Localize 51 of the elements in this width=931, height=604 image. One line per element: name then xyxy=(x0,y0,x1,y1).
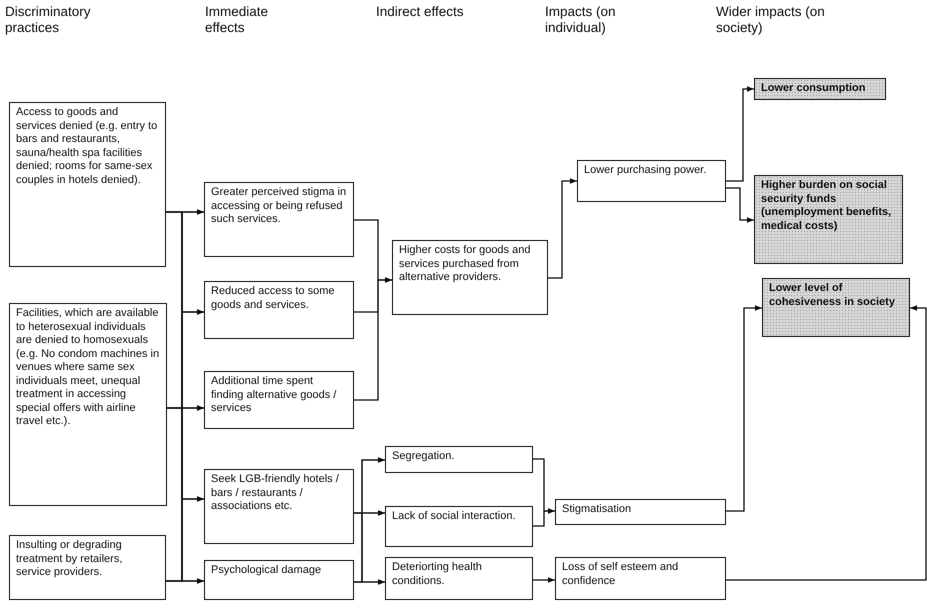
column-heading: Impacts (on individual) xyxy=(545,4,617,36)
process-box xyxy=(392,240,548,315)
connector-arrow xyxy=(726,305,762,512)
box-text: Reduced access to some goods and services. xyxy=(211,285,336,312)
box-text: Lack of social interaction. xyxy=(392,510,517,524)
box-text: Psychological damage xyxy=(211,564,322,578)
box-text: Deteriorting health conditions. xyxy=(392,561,483,588)
shaded-outcome-box xyxy=(762,278,910,337)
process-box xyxy=(577,160,726,202)
process-box xyxy=(9,303,167,506)
column-heading: Indirect effects xyxy=(376,4,465,20)
box-text: Loss of self esteem and confidence xyxy=(562,561,680,588)
box-text: Higher burden on social security funds (unemployment benefits, medical costs) xyxy=(761,179,892,233)
box-text: Lower consumption xyxy=(761,82,866,96)
process-box xyxy=(204,560,354,600)
process-box xyxy=(9,535,166,600)
process-box xyxy=(9,102,166,267)
process-box xyxy=(204,182,354,257)
box-text: Lower purchasing power. xyxy=(584,164,708,178)
column-heading: Wider impacts (on society) xyxy=(716,4,826,36)
box-text: Lower level of cohesiveness in society xyxy=(769,282,896,309)
process-box xyxy=(204,371,354,429)
connector-arrow xyxy=(726,305,927,581)
connector-arrow xyxy=(726,187,754,223)
column-heading: Discriminatory practices xyxy=(5,4,92,36)
process-box xyxy=(204,469,354,544)
connector-arrow xyxy=(354,579,385,585)
box-text: Seek LGB-friendly hotels / bars / restaurants / associations etc. xyxy=(211,473,340,514)
connector-arrow xyxy=(533,577,555,583)
process-box xyxy=(555,499,726,525)
connector-arrow xyxy=(166,578,204,584)
process-box xyxy=(555,557,726,600)
box-text: Segregation. xyxy=(392,450,456,464)
connector-arrow xyxy=(533,508,555,527)
shaded-outcome-box xyxy=(754,175,903,264)
box-text: Access to goods and services denied (e.g. entry to bars and restaurants, sauna/health spa facilities denied; rooms for same-sex couples in hotels denied). xyxy=(16,106,158,187)
connector-arrow xyxy=(726,86,754,182)
connector-arrow xyxy=(354,277,392,401)
box-text: Higher costs for goods and services purchased from alternative providers. xyxy=(399,244,532,284)
process-box xyxy=(385,506,533,547)
column-heading: Immediate effects xyxy=(205,4,270,36)
box-text: Greater perceived stigma in accessing or being refused such services. xyxy=(211,186,348,226)
box-text: Facilities, which are available to heterosexual individuals are denied to homosexuals (e.g. No condom machines in venues where same sex individuals meet, unequal treatment in accessing special offers with airline travel etc.). xyxy=(16,307,160,428)
process-box xyxy=(385,446,533,473)
box-text: Insulting or degrading treatment by retailers, service providers. xyxy=(16,539,124,580)
connector-arrow xyxy=(548,178,577,279)
shaded-outcome-box xyxy=(754,78,886,100)
process-box xyxy=(385,557,533,600)
box-text: Stigmatisation xyxy=(562,503,632,516)
box-text: Additional time spent finding alternative goods / services xyxy=(211,375,338,416)
process-box xyxy=(204,281,354,339)
